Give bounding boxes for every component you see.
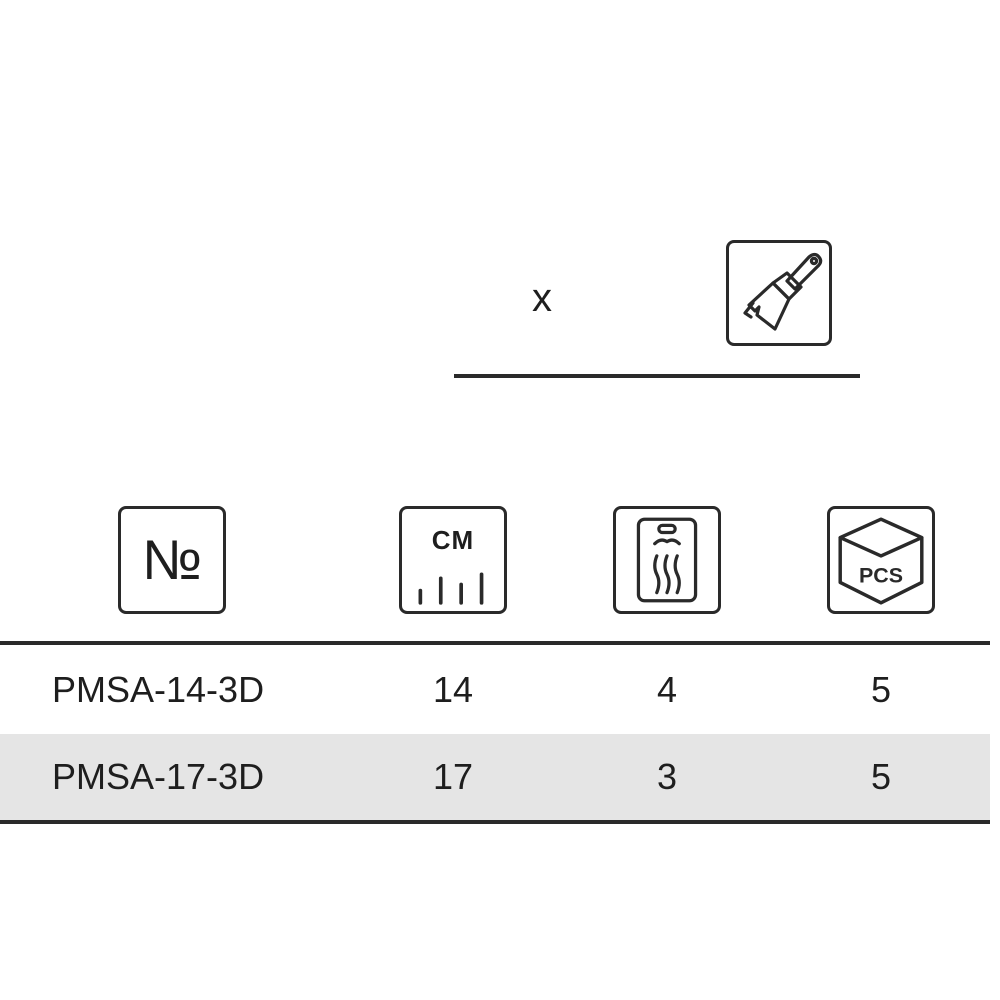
ruler-icon: CM <box>399 506 507 614</box>
table-header-divider <box>0 641 990 645</box>
bristle-rows-icon <box>613 506 721 614</box>
product-code: PMSA-17-3D <box>52 756 265 797</box>
paint-brush-icon <box>726 240 832 346</box>
top-divider <box>454 374 860 378</box>
box-pcs-icon: PCS <box>827 506 935 614</box>
pcs-label: PCS <box>859 563 903 587</box>
bristle-rows-value: 3 <box>656 756 678 797</box>
pieces-value: 5 <box>870 669 892 710</box>
cm-label: CM <box>431 525 475 555</box>
number-sign-icon: № <box>118 506 226 614</box>
pieces-value: 5 <box>870 756 892 797</box>
length-cm-value: 17 <box>432 756 474 797</box>
table-footer-divider <box>0 820 990 824</box>
number-sign-label: № <box>141 528 203 591</box>
length-cm-value: 14 <box>432 669 474 710</box>
bristle-rows-value: 4 <box>656 669 678 710</box>
table-row: PMSA-17-3D 17 3 5 <box>0 734 990 820</box>
multiplier-sign: x <box>532 276 552 320</box>
table-row: PMSA-14-3D 14 4 5 <box>0 647 990 733</box>
product-code: PMSA-14-3D <box>52 669 265 710</box>
